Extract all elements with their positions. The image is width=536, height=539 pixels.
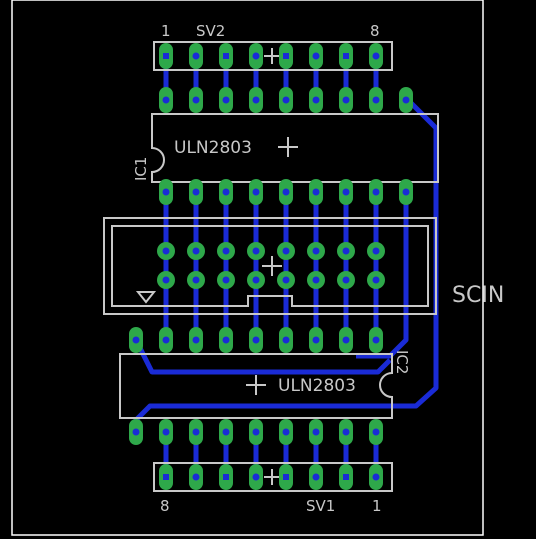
pads-layer	[129, 43, 413, 490]
ic1-value-label: ULN2803	[174, 138, 252, 158]
scin-pad-row2	[187, 271, 205, 289]
ic1-outline	[151, 113, 439, 183]
scin-pad-row1	[247, 242, 265, 260]
ic2-origin-cross-icon	[246, 375, 266, 395]
ic1-pad-bottom	[159, 179, 173, 205]
ic2-pad-bottom	[369, 419, 383, 445]
sv1-pad	[279, 464, 293, 490]
sv2-pin-first-label: 1	[161, 22, 171, 40]
ic1-pad-bottom	[339, 179, 353, 205]
ic1-pad-bottom	[279, 179, 293, 205]
ic1-pad-top	[309, 87, 323, 113]
sv2-header-outline	[153, 41, 393, 71]
ic2-pad-top	[189, 327, 203, 353]
scin-pad-row1	[157, 242, 175, 260]
ic1-origin-cross-icon	[278, 137, 298, 157]
sv2-pad	[159, 43, 173, 69]
ic2-pad-bottom	[309, 419, 323, 445]
ic2-pad-top	[159, 327, 173, 353]
ic1-pad-bottom	[189, 179, 203, 205]
ic2-pad-top	[339, 327, 353, 353]
ic2-pad-top	[369, 327, 383, 353]
ic2-pad-top	[279, 327, 293, 353]
ic2-outline	[119, 353, 393, 419]
ic2-ref-label: IC2	[393, 350, 411, 374]
ic2-pad-bottom	[129, 419, 143, 445]
sv2-pin-last-label: 8	[370, 22, 380, 40]
ic1-pad-top	[249, 87, 263, 113]
ic1-ref-label: IC1	[132, 157, 150, 181]
ic1-pad-top	[219, 87, 233, 113]
scin-pad-row2	[277, 271, 295, 289]
board-outline	[11, 0, 484, 536]
sv1-pad	[159, 464, 173, 490]
ic1-pad-bottom	[309, 179, 323, 205]
scin-pad-row2	[337, 271, 355, 289]
scin-pad-row2	[247, 271, 265, 289]
pin1-triangle-icon	[135, 291, 157, 304]
scin-pad-row1	[367, 242, 385, 260]
trace-ic1-pin10	[356, 192, 409, 359]
ic2-pad-top	[249, 327, 263, 353]
scin-connector-inner	[111, 225, 429, 307]
scin-pad-row2	[307, 271, 325, 289]
scin-connector-outline	[103, 217, 437, 315]
sv2-pad	[369, 43, 383, 69]
sv1-pad	[249, 464, 263, 490]
sv2-pad	[249, 43, 263, 69]
sv2-pad	[219, 43, 233, 69]
ic1-pad-top	[339, 87, 353, 113]
ic2-pad-bottom	[189, 419, 203, 445]
ic2-pad-bottom	[279, 419, 293, 445]
ic1-pad-bottom	[369, 179, 383, 205]
ic1-pad-bottom	[249, 179, 263, 205]
scin-pad-row2	[367, 271, 385, 289]
sv1-header-outline	[153, 462, 393, 492]
ic2-pad-bottom	[219, 419, 233, 445]
ic1-pad-top	[279, 87, 293, 113]
ic2-pad-top	[309, 327, 323, 353]
sv1-pin-first-label: 8	[160, 497, 170, 515]
ic1-pad-top	[159, 87, 173, 113]
scin-origin-cross-icon	[262, 256, 282, 276]
sv2-pad	[279, 43, 293, 69]
sv1-pad	[219, 464, 233, 490]
ic2-pad-bottom	[249, 419, 263, 445]
sv1-pad	[189, 464, 203, 490]
scin-pad-row1	[307, 242, 325, 260]
ic1-pad-top	[189, 87, 203, 113]
sv2-pad	[339, 43, 353, 69]
ic2-pad-bottom	[159, 419, 173, 445]
ic1-pad-top	[399, 87, 413, 113]
ic2-pad-top	[219, 327, 233, 353]
sv1-pad	[339, 464, 353, 490]
sv1-pad	[369, 464, 383, 490]
silkscreen-layer	[103, 41, 439, 492]
scin-pad-row1	[217, 242, 235, 260]
scin-pad-row2	[217, 271, 235, 289]
ic1-pad-top	[369, 87, 383, 113]
scin-pad-row1	[187, 242, 205, 260]
trace-ic2-pin1	[133, 338, 392, 375]
scin-pad-row1	[337, 242, 355, 260]
scin-pad-row1	[277, 242, 295, 260]
ic2-value-label: ULN2803	[278, 376, 356, 396]
sv2-origin-cross-icon	[264, 48, 280, 64]
scin-label: SCIN	[452, 283, 504, 308]
sv1-origin-cross-icon	[264, 469, 280, 485]
ic1-pad-bottom	[399, 179, 413, 205]
ic1-pad-bottom	[219, 179, 233, 205]
sv1-pad	[309, 464, 323, 490]
sv2-name-label: SV2	[196, 22, 225, 40]
sv2-pad	[309, 43, 323, 69]
ic2-pad-bottom	[339, 419, 353, 445]
sv1-pin-last-label: 1	[372, 497, 382, 515]
scin-pad-row2	[157, 271, 175, 289]
sv1-name-label: SV1	[306, 497, 335, 515]
sv2-pad	[189, 43, 203, 69]
ic2-pad-top	[129, 327, 143, 353]
